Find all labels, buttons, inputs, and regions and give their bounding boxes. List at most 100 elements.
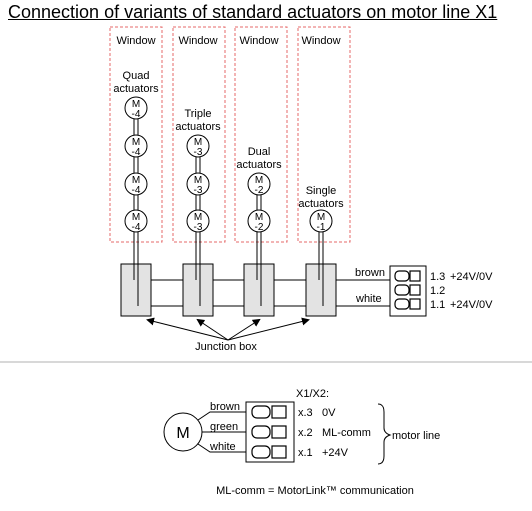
motor-circle	[124, 209, 148, 233]
group-label-line1: Single	[306, 185, 337, 197]
terminal-number: x.2	[298, 427, 313, 439]
motor-circle	[247, 209, 271, 233]
motor-symbol: M-3	[186, 134, 210, 158]
callout-arrow	[146, 317, 229, 341]
motor-suffix: -3	[194, 185, 203, 196]
callout-arrow	[227, 318, 261, 341]
terminal-screw	[251, 445, 271, 459]
terminal-number: 1.1	[430, 299, 445, 311]
motor-label: M	[194, 175, 202, 186]
callout-arrow	[227, 317, 310, 341]
group-label-line1: Quad	[123, 70, 150, 82]
motor-line-label: motor line	[392, 430, 440, 442]
motor-symbol: M-4	[124, 134, 148, 158]
motor-symbol: M-4	[124, 209, 148, 233]
group-label-line2: actuators	[236, 159, 282, 171]
window-label: Window	[239, 35, 278, 47]
motor-circle	[247, 172, 271, 196]
motor-label: M	[132, 175, 140, 186]
motor-symbol: M-4	[124, 96, 148, 120]
brace	[377, 403, 392, 465]
wire-label: brown	[210, 401, 240, 413]
terminal-socket	[271, 425, 287, 439]
terminal-socket	[271, 445, 287, 459]
motor-suffix: -4	[132, 109, 141, 120]
motor-label: M	[255, 212, 263, 223]
terminal-screw	[394, 298, 410, 310]
terminal-heading: X1/X2:	[296, 388, 329, 400]
motor-circle	[186, 172, 210, 196]
group-label-line2: actuators	[175, 121, 221, 133]
wire-label: green	[210, 421, 238, 433]
terminal-value: +24V/0V	[450, 299, 493, 311]
terminal-socket	[271, 405, 287, 419]
footnote: ML-comm = MotorLink™ communication	[216, 485, 414, 497]
terminal-number: 1.2	[430, 285, 445, 297]
terminal-value: +24V	[322, 447, 349, 459]
window-frame	[109, 26, 163, 243]
motor-suffix: -4	[132, 147, 141, 158]
motor-label: M	[132, 99, 140, 110]
window-label: Window	[301, 35, 340, 47]
terminal-socket	[409, 298, 421, 310]
motor-suffix: -4	[132, 185, 141, 196]
motor-suffix: -3	[194, 147, 203, 158]
motor-circle	[124, 96, 148, 120]
motor-label: M	[255, 175, 263, 186]
motor-label: M	[132, 137, 140, 148]
motor-symbol: M-3	[186, 172, 210, 196]
white-wire-label: white	[355, 293, 382, 305]
motor-suffix: -4	[132, 222, 141, 233]
brown-wire	[197, 411, 252, 421]
motor-symbol: M-4	[124, 172, 148, 196]
motor-suffix: -3	[194, 222, 203, 233]
junction-box-callout: Junction box	[146, 317, 310, 353]
junction-box	[243, 263, 275, 317]
terminal-screw	[251, 425, 271, 439]
group-label-line1: Triple	[184, 108, 211, 120]
motor-suffix: -2	[255, 185, 264, 196]
motor-circle	[309, 209, 333, 233]
terminal-number: x.3	[298, 407, 313, 419]
motor-symbol: M-2	[247, 209, 271, 233]
junction-box	[120, 263, 152, 317]
wire-label: white	[209, 441, 236, 453]
terminal-number: 1.3	[430, 271, 445, 283]
junction-box	[305, 263, 337, 317]
actuator-motors: QuadactuatorsTripleactuatorsDualactuator…	[113, 70, 344, 233]
motor-circle	[124, 172, 148, 196]
junction-box	[182, 263, 214, 317]
terminal-value: ML-comm	[322, 427, 371, 439]
terminal-value: +24V/0V	[450, 271, 493, 283]
motor-label: M	[194, 212, 202, 223]
motor-symbol: M-1	[309, 209, 333, 233]
diagram-title: Connection of variants of standard actua…	[8, 2, 498, 22]
motor-suffix: -2	[255, 222, 264, 233]
terminal-number: x.1	[298, 447, 313, 459]
window-label: Window	[178, 35, 217, 47]
motor-circle	[186, 209, 210, 233]
terminal-screw	[394, 284, 410, 296]
motor-label: M	[132, 212, 140, 223]
window-frame	[172, 26, 226, 243]
group-label-line2: actuators	[298, 198, 344, 210]
terminal-screw	[251, 405, 271, 419]
junction-boxes	[120, 263, 337, 317]
motor-symbol: M-3	[186, 209, 210, 233]
motor-symbol: M-2	[247, 172, 271, 196]
motor-circle	[186, 134, 210, 158]
brown-wire-label: brown	[355, 267, 385, 279]
terminal-socket	[409, 270, 421, 282]
terminal-socket	[409, 284, 421, 296]
white-wire	[197, 443, 252, 453]
junction-box-label: Junction box	[195, 341, 257, 353]
top-terminal-block: 1.3 +24V/0V 1.2 1.1 +24V/0V	[389, 265, 493, 317]
group-label-line2: actuators	[113, 83, 159, 95]
window-frame	[297, 26, 351, 243]
group-label-line1: Dual	[248, 146, 271, 158]
motor-label: M	[194, 137, 202, 148]
motor-circle	[124, 134, 148, 158]
